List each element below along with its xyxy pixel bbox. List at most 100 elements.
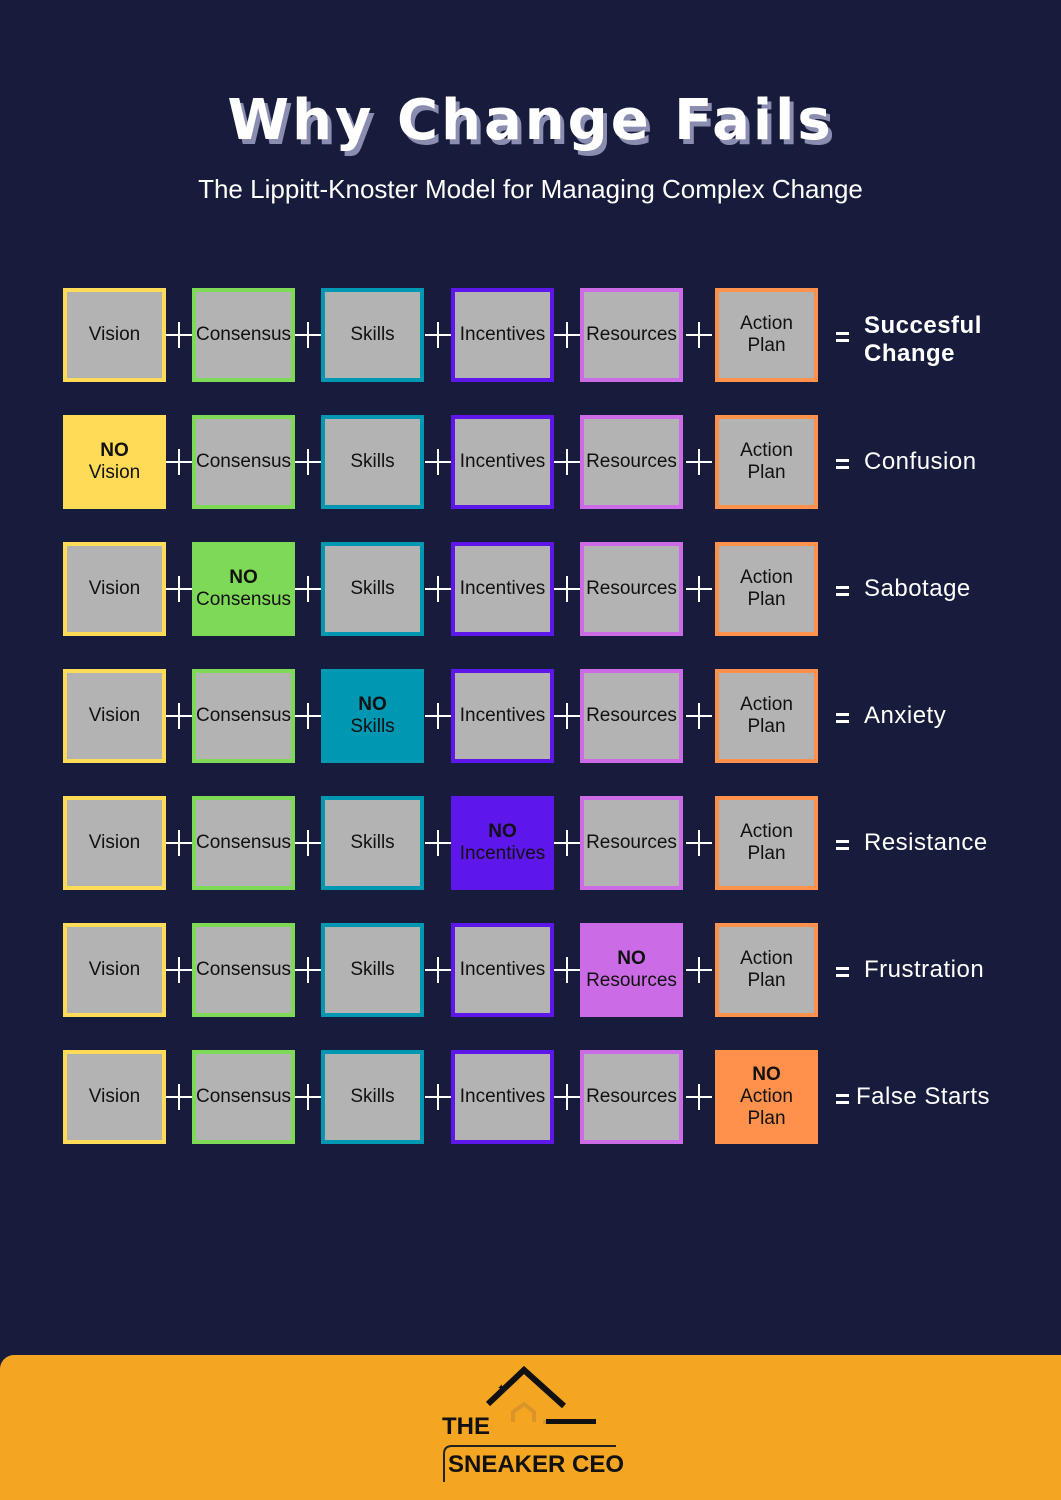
equals-icon — [836, 713, 849, 723]
no-label: NO — [229, 567, 258, 588]
logo-text-bottom: SNEAKER CEO — [448, 1451, 624, 1478]
factor-box-incentives: Incentives — [451, 1050, 554, 1144]
factor-label: Vision — [88, 705, 141, 726]
factor-box-vision: Vision — [63, 1050, 166, 1144]
equals-icon — [836, 840, 849, 850]
plus-icon — [686, 322, 712, 348]
factor-box-action-plan: Action Plan — [715, 415, 818, 509]
plus-icon — [166, 449, 192, 475]
plus-icon — [554, 322, 580, 348]
factor-label: Consensus — [195, 451, 292, 472]
factor-label: Incentives — [459, 451, 546, 472]
factor-label: Incentives — [459, 324, 546, 345]
factor-label: Consensus — [195, 705, 292, 726]
result-label: Anxiety — [864, 702, 947, 729]
plus-icon — [295, 830, 321, 856]
factor-box-incentives: Incentives — [451, 923, 554, 1017]
factor-label: Incentives — [459, 1086, 546, 1107]
factor-label: Vision — [88, 324, 141, 345]
factor-label: Action Plan — [740, 440, 793, 483]
factor-label: Resources — [586, 705, 677, 726]
plus-icon — [686, 1084, 712, 1110]
factor-label: Action Plan — [740, 567, 793, 610]
factor-label: Incentives — [459, 843, 546, 864]
svg-text:✦: ✦ — [497, 1383, 505, 1394]
no-label: NO — [358, 694, 387, 715]
factor-box-skills: Skills — [321, 1050, 424, 1144]
plus-icon — [554, 449, 580, 475]
factor-label: Resources — [586, 324, 677, 345]
factor-box-incentives: Incentives — [451, 542, 554, 636]
factor-label: Vision — [88, 1086, 141, 1107]
factor-box-consensus: Consensus — [192, 923, 295, 1017]
factor-box-consensus: Consensus — [192, 415, 295, 509]
result-label: Confusion — [864, 448, 977, 475]
factor-box-resources: Resources — [580, 288, 683, 382]
factor-box-vision: Vision — [63, 542, 166, 636]
no-label: NO — [617, 948, 646, 969]
factor-box-vision: Vision — [63, 669, 166, 763]
no-label: NO — [752, 1064, 781, 1085]
factor-box-skills: Skills — [321, 288, 424, 382]
factor-box-vision: Vision — [63, 288, 166, 382]
factor-label: Consensus — [195, 324, 292, 345]
plus-icon — [166, 1084, 192, 1110]
plus-icon — [554, 957, 580, 983]
plus-icon — [554, 1084, 580, 1110]
no-label: NO — [488, 821, 517, 842]
plus-icon — [295, 1084, 321, 1110]
factor-label: Vision — [88, 959, 141, 980]
factor-box-incentives: Incentives — [451, 288, 554, 382]
factor-label: Consensus — [195, 959, 292, 980]
factor-label: Action Plan — [740, 821, 793, 864]
factor-box-action-plan: Action Plan — [715, 796, 818, 890]
factor-box-resources: Resources — [580, 1050, 683, 1144]
factor-box-consensus: Consensus — [192, 1050, 295, 1144]
factor-box-vision: Vision — [63, 923, 166, 1017]
result-label: Succesful Change — [864, 312, 982, 367]
page-subtitle: The Lippitt-Knoster Model for Managing C… — [198, 174, 863, 204]
plus-icon — [166, 703, 192, 729]
factor-box-skills: Skills — [321, 796, 424, 890]
factor-box-incentives: Incentives — [451, 669, 554, 763]
factor-label: Skills — [350, 959, 395, 980]
result-label: Frustration — [864, 956, 985, 983]
equals-icon — [836, 332, 849, 342]
equals-icon — [836, 1094, 849, 1104]
factor-label: Resources — [586, 1086, 677, 1107]
factor-label: Incentives — [459, 578, 546, 599]
plus-icon — [424, 830, 451, 856]
factor-box-skills: Skills — [321, 415, 424, 509]
plus-icon — [424, 449, 451, 475]
factor-box-incentives: Incentives — [451, 415, 554, 509]
factor-label: Action Plan — [740, 694, 793, 737]
factor-label: Skills — [350, 451, 395, 472]
factor-box-action-plan: Action Plan — [715, 288, 818, 382]
factor-box-action-plan: Action Plan — [715, 923, 818, 1017]
factor-box-resources: Resources — [580, 415, 683, 509]
logo-text-top: THE — [442, 1413, 490, 1440]
factor-label: Incentives — [459, 705, 546, 726]
equals-icon — [836, 967, 849, 977]
plus-icon — [166, 576, 192, 602]
factor-label: Vision — [88, 832, 141, 853]
factor-label: Action Plan — [740, 1086, 793, 1129]
factor-label: Skills — [350, 832, 395, 853]
equals-icon — [836, 586, 849, 596]
factor-box-consensus: Consensus — [192, 796, 295, 890]
factor-label: Resources — [586, 451, 677, 472]
plus-icon — [424, 957, 451, 983]
factor-label: Incentives — [459, 959, 546, 980]
factor-box-vision: Vision — [63, 796, 166, 890]
plus-icon — [295, 449, 321, 475]
factor-box-skills: Skills — [321, 542, 424, 636]
page-title: Why Change Fails — [227, 88, 834, 153]
plus-icon — [166, 957, 192, 983]
factor-label: Action Plan — [740, 313, 793, 356]
factor-label: Action Plan — [740, 948, 793, 991]
plus-icon — [295, 322, 321, 348]
factor-label: Consensus — [195, 832, 292, 853]
